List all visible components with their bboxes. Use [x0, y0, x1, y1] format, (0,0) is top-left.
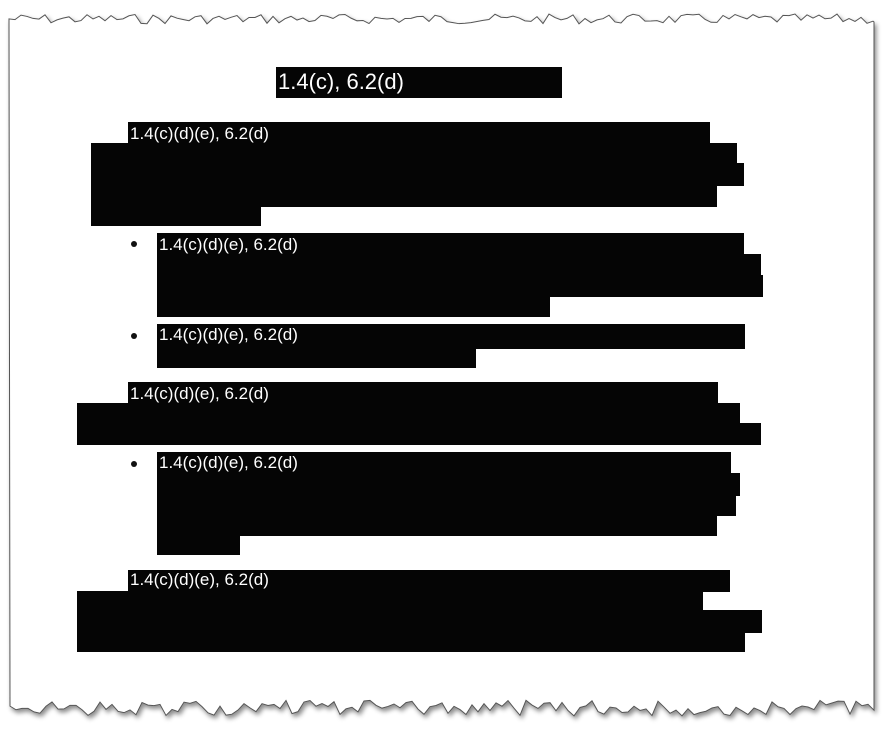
bullet-icon	[131, 333, 137, 339]
redaction-label: 1.4(c)(d)(e), 6.2(d)	[130, 124, 269, 143]
bullet-icon	[131, 461, 137, 467]
redaction-label: 1.4(c)(d)(e), 6.2(d)	[130, 570, 269, 589]
redaction-label: 1.4(c)(d)(e), 6.2(d)	[159, 325, 298, 344]
redaction-label: 1.4(c)(d)(e), 6.2(d)	[159, 453, 298, 472]
redaction-label: 1.4(c)(d)(e), 6.2(d)	[130, 384, 269, 403]
title-redaction-label: 1.4(c), 6.2(d)	[278, 69, 404, 94]
bullet-icon	[131, 241, 137, 247]
title-redaction-block: 1.4(c), 6.2(d)	[276, 67, 562, 98]
redaction-label: 1.4(c)(d)(e), 6.2(d)	[159, 235, 298, 254]
